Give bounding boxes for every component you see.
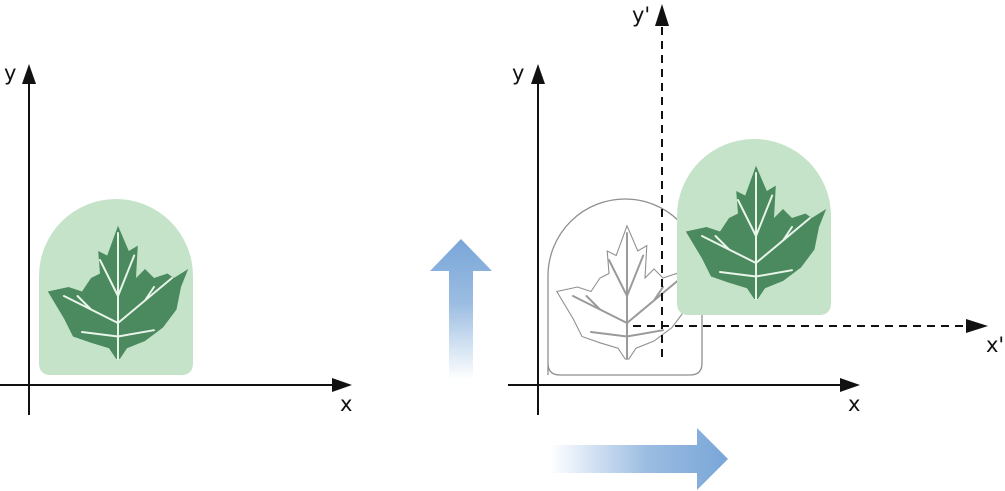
ghost-maple-leaf-icon — [556, 225, 698, 360]
left-panel: y x — [0, 61, 352, 416]
translated-x-axis — [633, 319, 988, 333]
right-x-axis-label: x — [848, 392, 860, 416]
left-y-axis-label: y — [4, 61, 16, 85]
right-y-axis-label: y — [512, 61, 524, 85]
right-x-axis — [508, 378, 860, 392]
left-x-axis-label: x — [340, 392, 352, 416]
arrow-right-icon — [550, 428, 728, 490]
translated-y-axis — [655, 4, 669, 357]
arrow-up-icon — [430, 239, 492, 380]
left-x-axis — [0, 378, 352, 392]
right-panel: y x y' x' — [508, 3, 1004, 416]
translated-y-axis-label: y' — [632, 3, 650, 27]
right-y-axis — [531, 64, 545, 415]
left-y-axis — [22, 64, 36, 415]
translated-x-axis-label: x' — [986, 333, 1004, 357]
